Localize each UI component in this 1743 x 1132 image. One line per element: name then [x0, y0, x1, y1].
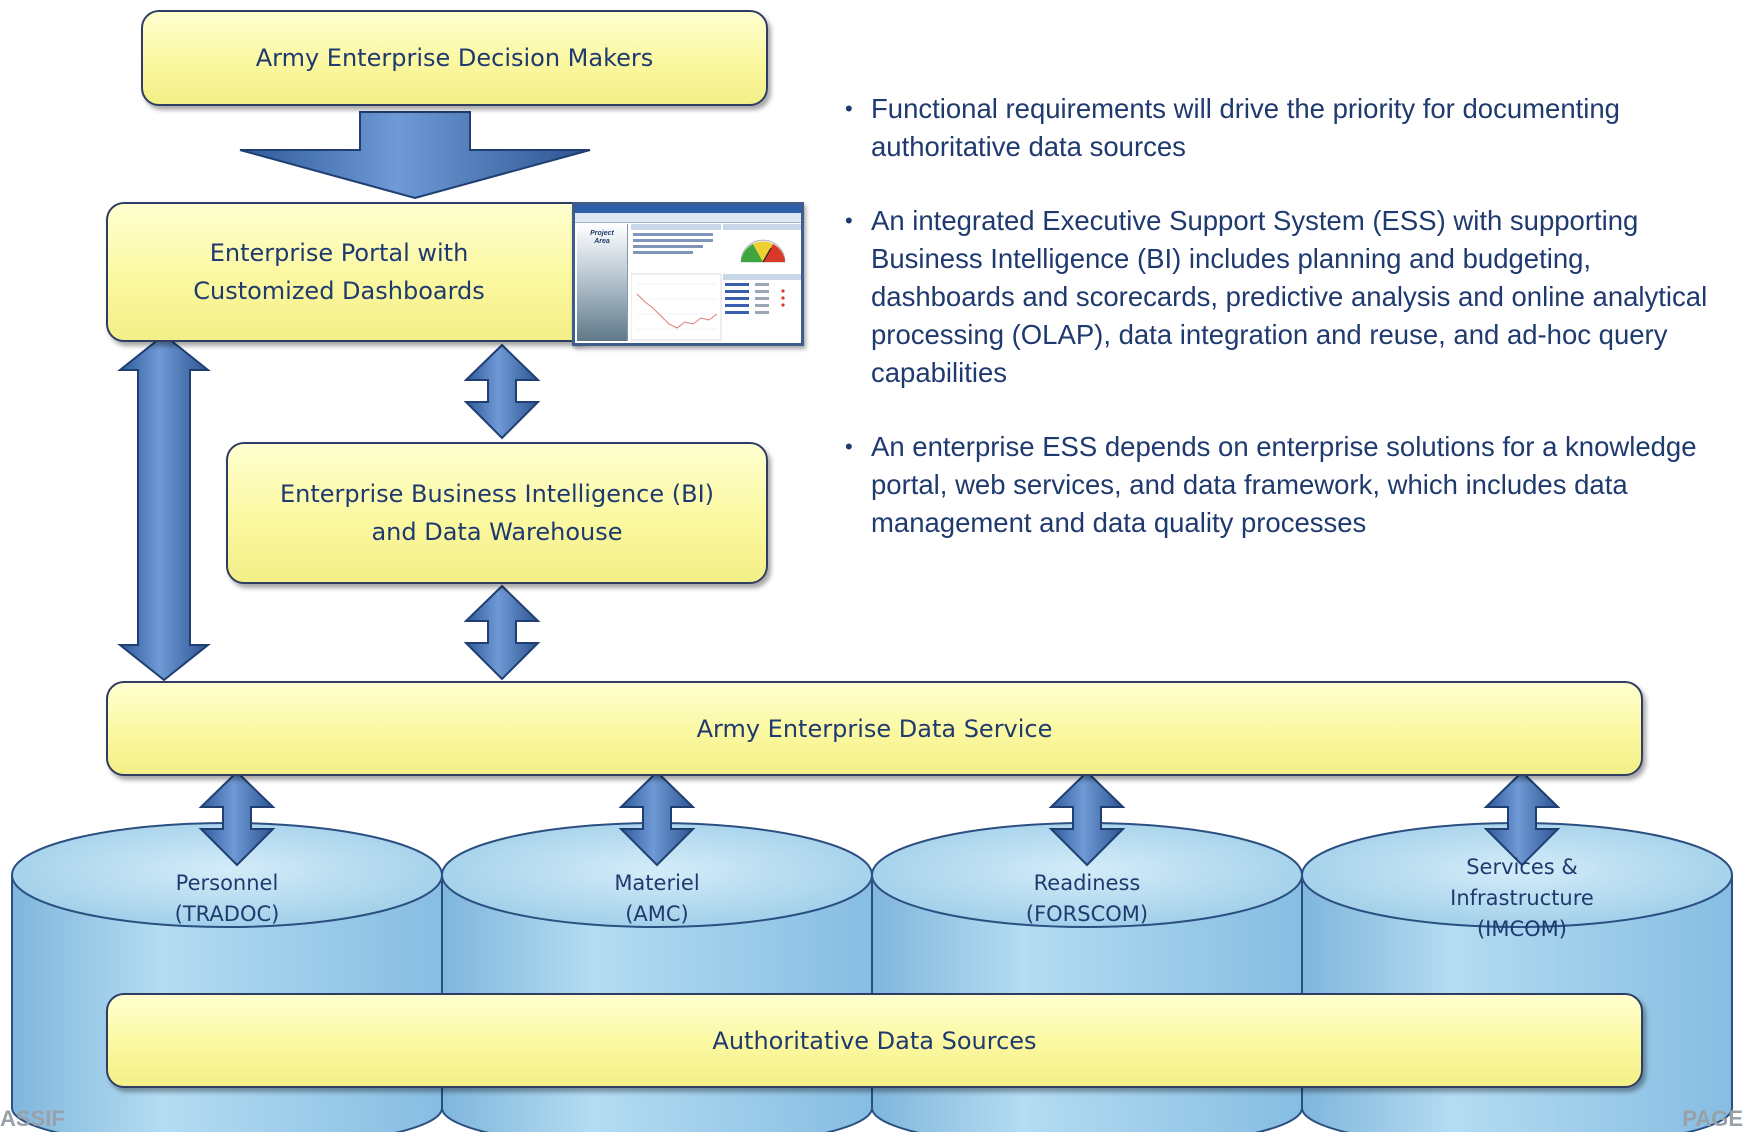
- double-arrow-bi-data-service: [463, 584, 541, 681]
- db-materiel-line2: (AMC): [625, 902, 689, 926]
- thumb-title-bar: [575, 205, 801, 213]
- authoritative-label: Authoritative Data Sources: [712, 1026, 1037, 1055]
- authoritative-data-sources-box: Authoritative Data Sources: [106, 993, 1643, 1088]
- db-label-services: Services & Infrastructure (IMCOM): [1392, 852, 1652, 945]
- bullet-list: Functional requirements will drive the p…: [845, 90, 1725, 578]
- enterprise-portal-box: Enterprise Portal with Customized Dashbo…: [106, 202, 592, 342]
- db-label-personnel: Personnel (TRADOC): [97, 868, 357, 930]
- decision-makers-label: Army Enterprise Decision Makers: [255, 44, 654, 72]
- bi-label-line1: Enterprise Business Intelligence (BI): [279, 480, 715, 508]
- thumb-project-area: Project Area: [577, 224, 628, 341]
- data-service-label: Army Enterprise Data Service: [696, 714, 1053, 743]
- db-services-line1: Services &: [1466, 855, 1578, 879]
- db-personnel-line2: (TRADOC): [174, 902, 280, 926]
- thumb-project-label-2: Area: [594, 238, 610, 245]
- bullet-item: An enterprise ESS depends on enterprise …: [845, 428, 1725, 542]
- bi-data-warehouse-box: Enterprise Business Intelligence (BI) an…: [226, 442, 768, 584]
- portal-label-line2: Customized Dashboards: [193, 277, 485, 305]
- bi-label-line2: and Data Warehouse: [371, 518, 623, 546]
- double-arrow-materiel: [618, 770, 696, 867]
- db-materiel-line1: Materiel: [614, 871, 700, 895]
- db-label-readiness: Readiness (FORSCOM): [957, 868, 1217, 930]
- thumb-project-label-1: Project: [590, 230, 614, 237]
- double-arrow-readiness: [1048, 770, 1126, 867]
- double-arrow-portal-data-service: [117, 333, 211, 682]
- double-arrow-portal-bi: [463, 343, 541, 440]
- db-readiness-line1: Readiness: [1033, 871, 1141, 895]
- db-readiness-line2: (FORSCOM): [1025, 902, 1149, 926]
- down-arrow: [239, 111, 591, 200]
- footer-classification-fragment: ASSIF: [0, 1106, 65, 1131]
- data-service-box: Army Enterprise Data Service: [106, 681, 1643, 776]
- footer-page-fragment: PAGE: [1682, 1106, 1743, 1131]
- db-label-materiel: Materiel (AMC): [527, 868, 787, 930]
- dashboard-screenshot: Project Area: [572, 202, 804, 346]
- thumb-content: [630, 224, 801, 341]
- db-services-line3: (IMCOM): [1476, 917, 1567, 941]
- double-arrow-services: [1483, 770, 1561, 867]
- db-services-line2: Infrastructure: [1450, 886, 1594, 910]
- double-arrow-personnel: [198, 770, 276, 867]
- thumb-tab-bar: [575, 213, 801, 223]
- portal-label-line1: Enterprise Portal with: [209, 239, 469, 267]
- bullet-item: An integrated Executive Support System (…: [845, 202, 1725, 392]
- bullet-item: Functional requirements will drive the p…: [845, 90, 1725, 166]
- db-personnel-line1: Personnel: [175, 871, 279, 895]
- decision-makers-box: Army Enterprise Decision Makers: [141, 10, 768, 106]
